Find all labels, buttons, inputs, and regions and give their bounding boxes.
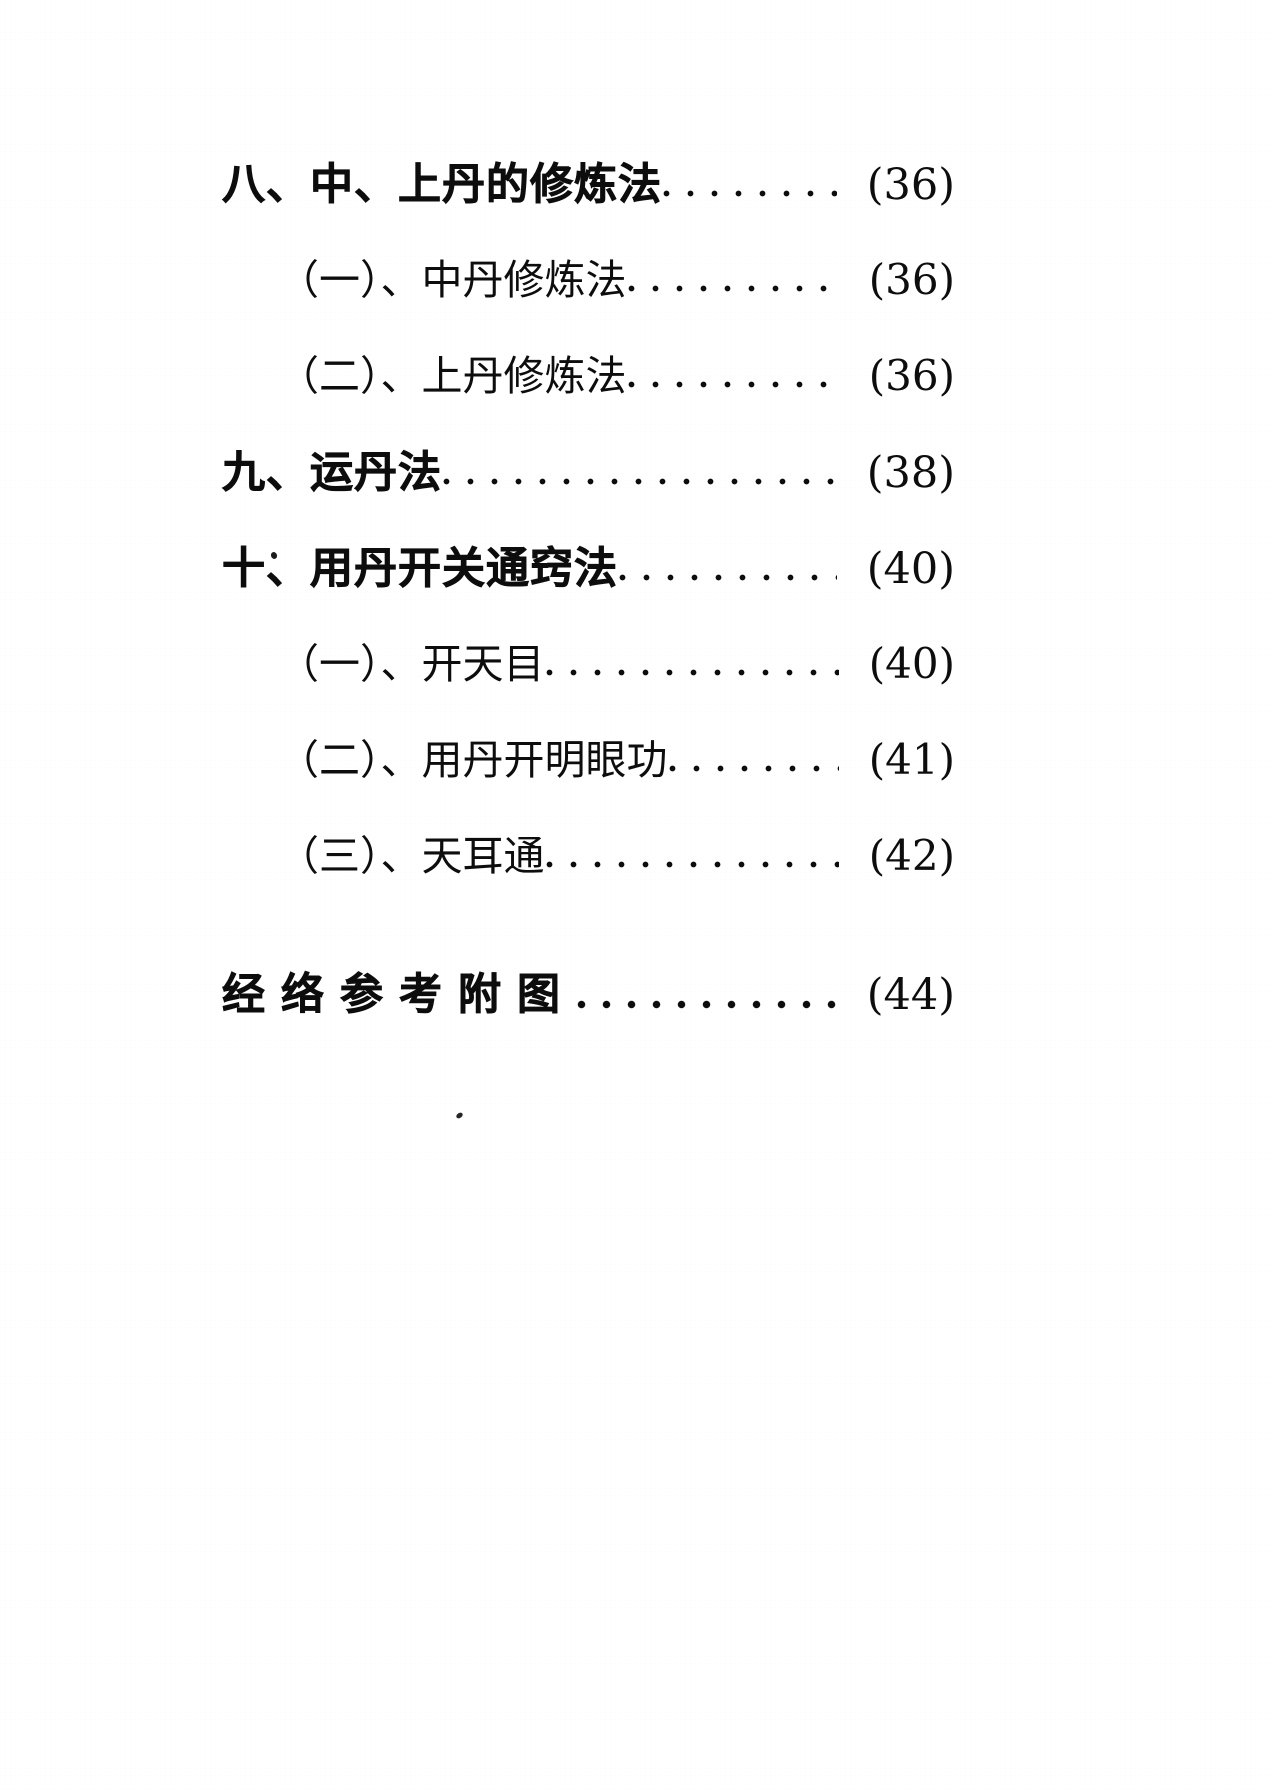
dot-leader-icon: [628, 278, 839, 294]
dot-leader-icon: [628, 374, 839, 390]
toc-entry-title: （三）、天耳通: [278, 832, 545, 880]
toc-entry[interactable]: 八、中、上丹的修炼法 (36): [0, 150, 1271, 246]
toc-entry-page-number: (36): [868, 255, 955, 304]
dot-leader-icon: [577, 993, 837, 1009]
toc-entry-title: 九、运丹法: [222, 448, 442, 499]
toc-entry-title: （二）、上丹修炼法: [278, 352, 627, 400]
toc-entry-title: 八、中、上丹的修炼法: [222, 160, 662, 211]
scan-speck-artifact: [455, 1111, 464, 1120]
toc-entry[interactable]: 十、用丹开关通窍法 (40): [0, 534, 1271, 630]
toc-entry-page-number: (38): [866, 448, 955, 498]
toc-entry-page-number: (36): [866, 160, 955, 210]
toc-entry-title: （二）、用丹开明眼功: [278, 736, 668, 784]
toc-entry-page-number: (40): [868, 639, 955, 688]
toc-entry-title: 经络参考附图: [222, 970, 576, 1021]
toc-entry-page-number: (42): [868, 831, 955, 880]
toc-entry-title: 十、用丹开关通窍法: [222, 544, 618, 595]
toc-entry[interactable]: （三）、天耳通 (42): [0, 822, 1271, 918]
toc-entry-title: （一）、中丹修炼法: [278, 256, 627, 304]
dot-leader-icon: [669, 758, 839, 774]
toc-entry[interactable]: （一）、中丹修炼法 (36): [0, 246, 1271, 342]
toc-entry-page-number: (40): [866, 544, 955, 594]
dot-leader-icon: [546, 662, 839, 678]
table-of-contents: 八、中、上丹的修炼法 (36) （一）、中丹修炼法 (36) （二）、上丹修炼法…: [0, 150, 1271, 1056]
toc-entry[interactable]: 九、运丹法 (38): [0, 438, 1271, 534]
toc-entry[interactable]: 经络参考附图 (44): [0, 960, 1271, 1056]
toc-entry-page-number: (44): [866, 970, 955, 1020]
toc-entry-title: （一）、开天目: [278, 640, 545, 688]
toc-entry[interactable]: （二）、用丹开明眼功 (41): [0, 726, 1271, 822]
toc-entry-page-number: (36): [868, 351, 955, 400]
toc-entry[interactable]: （一）、开天目 (40): [0, 630, 1271, 726]
dot-leader-icon: [619, 567, 837, 583]
toc-entry-page-number: (41): [868, 735, 955, 784]
dot-leader-icon: [443, 471, 837, 487]
toc-entry[interactable]: （二）、上丹修炼法 (36): [0, 342, 1271, 438]
dot-leader-icon: [546, 854, 839, 870]
dot-leader-icon: [663, 183, 837, 199]
